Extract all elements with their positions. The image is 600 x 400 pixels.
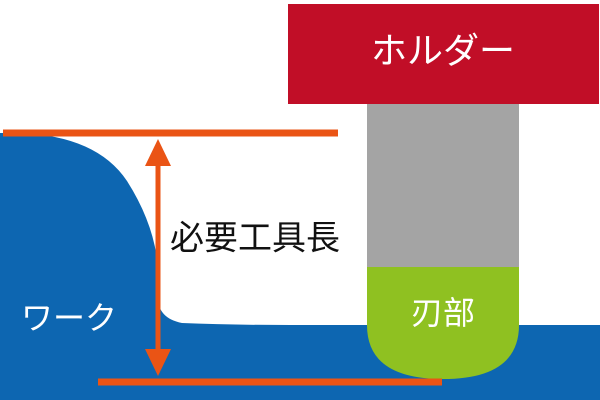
workpiece-label: ワーク [21, 299, 117, 337]
tool-blade [367, 267, 519, 379]
holder-block [288, 4, 599, 104]
dimension-arrow-head-bottom [145, 349, 171, 376]
blade-label: 刃部 [411, 294, 475, 332]
tool-shank [367, 103, 519, 278]
holder-label: ホルダー [371, 31, 515, 72]
required-tool-length-label: 必要工具長 [170, 219, 340, 259]
dimension-arrow-head-top [145, 139, 171, 166]
